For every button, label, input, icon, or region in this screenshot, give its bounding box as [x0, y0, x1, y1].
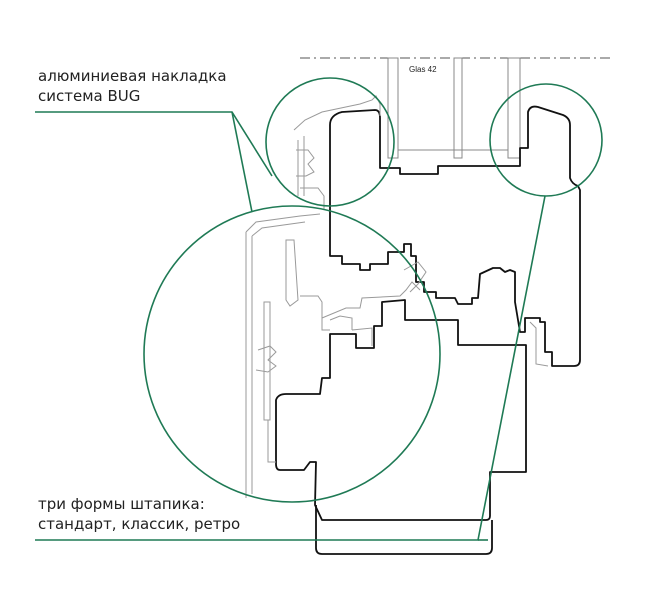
frame-profile-outline	[329, 105, 581, 367]
callout-circle-aluminium-large	[143, 205, 441, 503]
sash-profile-outline	[275, 299, 527, 521]
callout-label-glazing-bead: три формы штапика: стандарт, классик, ре…	[38, 494, 240, 534]
glass-unit	[387, 57, 521, 159]
callout-leader-lines	[35, 111, 546, 541]
callout-bead-line2: стандарт, классик, ретро	[38, 515, 241, 533]
callout-label-aluminium-cover: алюминиевая накладка система BUG	[38, 66, 227, 106]
callout-aluminium-line1: алюминиевая накладка	[38, 67, 227, 85]
callout-circle-bead-right	[489, 83, 603, 197]
glass-label: Glas 42	[409, 65, 437, 74]
callout-bead-line1: три формы штапика:	[38, 495, 205, 513]
callout-circle-aluminium-top	[265, 77, 395, 207]
aluminium-cover-details	[245, 95, 549, 498]
bottom-profile-outline	[315, 505, 493, 555]
callout-aluminium-line2: система BUG	[38, 87, 141, 105]
